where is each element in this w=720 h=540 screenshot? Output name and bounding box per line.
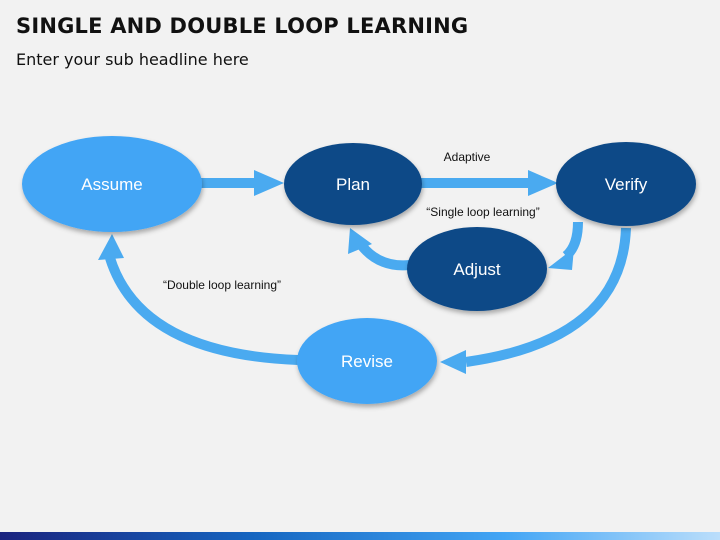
node-revise-label: Revise [341,352,393,371]
node-plan: Plan [284,143,422,225]
arrow-revise-to-assume [98,234,299,365]
node-verify: Verify [556,142,696,226]
arrow-verify-to-revise [440,227,631,374]
arrow-adjust-to-plan [348,228,411,271]
label-single-loop: “Single loop learning” [426,205,539,219]
label-double-loop: “Double loop learning” [163,278,281,292]
node-assume-label: Assume [81,175,142,194]
arrow-assume-to-plan [198,170,284,196]
node-adjust-label: Adjust [453,260,501,279]
page-subtitle: Enter your sub headline here [16,50,249,69]
label-adaptive: Adaptive [444,150,491,164]
arrow-verify-to-adjust [548,221,583,270]
node-verify-label: Verify [605,175,648,194]
node-adjust: Adjust [407,227,547,311]
node-revise: Revise [297,318,437,404]
page-title: SINGLE AND DOUBLE LOOP LEARNING [16,14,469,38]
node-assume: Assume [22,136,202,232]
arrow-plan-to-verify [420,170,558,196]
node-plan-label: Plan [336,175,370,194]
bottom-accent-bar [0,532,720,540]
